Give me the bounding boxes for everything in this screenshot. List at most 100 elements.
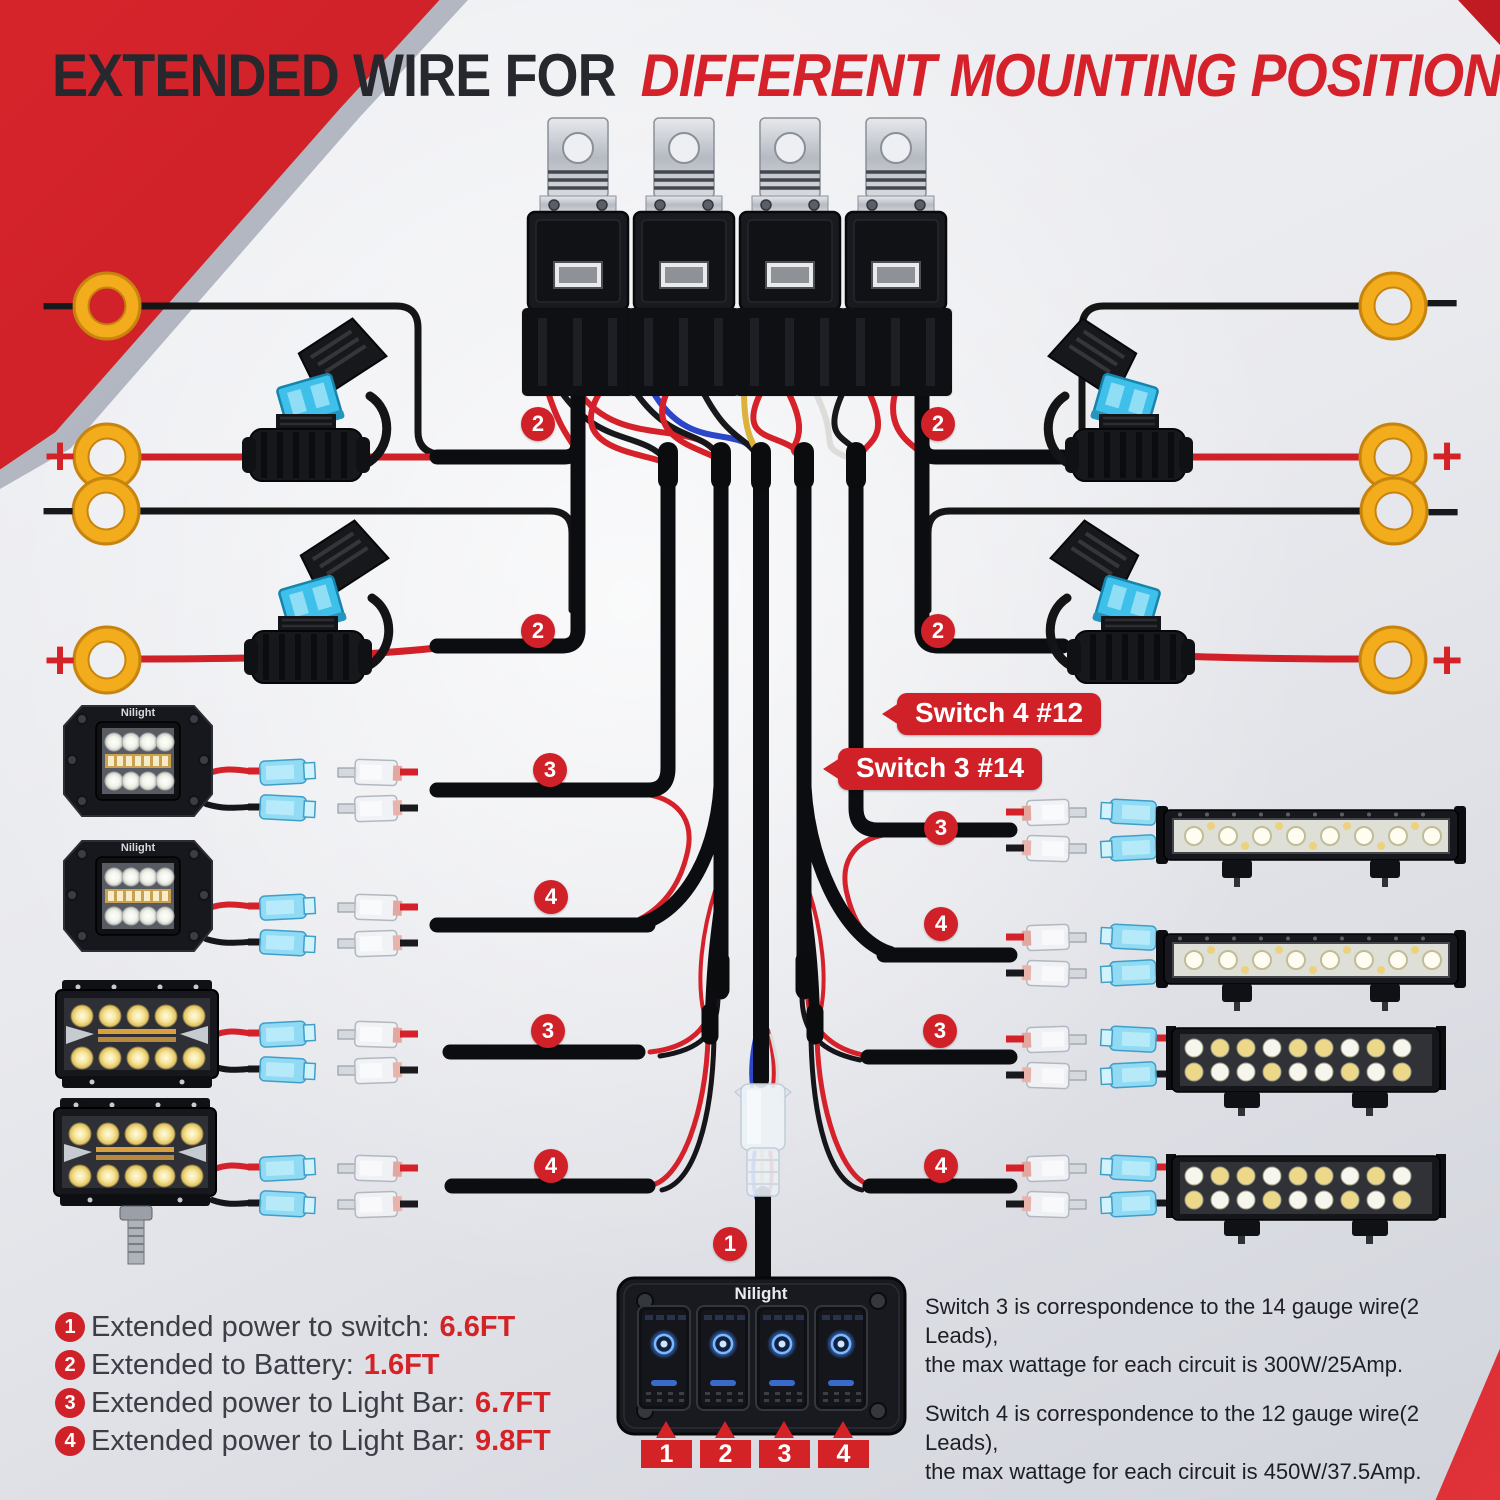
callout-4: 4 (534, 1149, 568, 1183)
plus-sign: + (1431, 630, 1463, 690)
ring-terminal-neg-right-1 (1361, 274, 1425, 338)
legend-row-2: 2 Extended to Battery: 1.6FT (55, 1346, 551, 1384)
white-connector-right-row1 (1006, 799, 1086, 862)
callout-2: 2 (521, 614, 555, 648)
minus-sign: − (1425, 270, 1459, 336)
flush-mount-pod-2 (63, 840, 213, 952)
white-connector-left-row3 (338, 1021, 418, 1084)
relays (520, 116, 954, 398)
switch2-number: 2 (700, 1440, 751, 1468)
legend-row-4: 4 Extended power to Light Bar: 9.8FT (55, 1422, 551, 1460)
white-connector-left-row4 (338, 1155, 418, 1218)
callout-4: 4 (924, 1149, 958, 1183)
minus-sign: − (1426, 479, 1460, 545)
cube-light-mount-nut (119, 1205, 153, 1221)
connector-sheen (747, 1090, 761, 1144)
minus-sign: − (41, 273, 75, 339)
flush-mount-pod-1 (63, 705, 213, 817)
cube-light-mount-bolt (127, 1219, 145, 1265)
switch4-number: 4 (818, 1440, 869, 1468)
switch1-arrow (656, 1421, 676, 1438)
white-connector-right-row2 (1006, 924, 1086, 987)
title-red-part: DIFFERENT MOUNTING POSITION (640, 42, 1500, 109)
switch3-gauge-tag: Switch 3 #14 (838, 748, 1043, 790)
white-connector-right-row3 (1006, 1026, 1086, 1089)
rocker-switch-2[interactable] (695, 1304, 751, 1412)
callout-2: 2 (521, 407, 555, 441)
note-switch4: Switch 4 is correspondence to the 12 gau… (925, 1399, 1490, 1486)
light-bar-dual-1 (1165, 1025, 1447, 1117)
switch4-arrow (833, 1421, 853, 1438)
panel-screw-hole (869, 1292, 887, 1310)
switch-panel: Nilight (616, 1276, 907, 1436)
relay-3 (732, 116, 848, 398)
blue-connector-left-row1 (248, 758, 316, 821)
legend-circle-2: 2 (55, 1350, 85, 1380)
gauge-notes: Switch 3 is correspondence to the 14 gau… (925, 1292, 1490, 1500)
page-title: EXTENDED WIRE FOR DIFFERENT MOUNTING POS… (52, 44, 1500, 108)
bolt-threads (128, 1227, 144, 1253)
plus-sign: + (44, 630, 76, 690)
legend-value-3: 6.7FT (475, 1386, 551, 1419)
legend-label-3: Extended power to Light Bar: (91, 1386, 466, 1419)
switch-panel-inner-edge (623, 1283, 900, 1429)
legend-value-1: 6.6FT (439, 1310, 516, 1343)
blue-connector-right-row4 (1100, 1154, 1168, 1217)
ring-terminal-neg-left-1 (75, 274, 139, 338)
minus-sign: − (41, 478, 75, 544)
callout-1: 1 (713, 1227, 747, 1261)
ring-terminal-pos-right-2 (1361, 628, 1425, 692)
wire-length-legend: 1 Extended power to switch: 6.6FT 2 Exte… (55, 1308, 551, 1460)
title-black-part: EXTENDED WIRE FOR (52, 42, 617, 109)
legend-circle-3: 3 (55, 1388, 85, 1418)
rocker-switch-4[interactable] (813, 1304, 869, 1412)
legend-value-4: 9.8FT (475, 1424, 551, 1457)
legend-label-1: Extended power to switch: (91, 1310, 430, 1343)
pod2-brand-text: Nilight (121, 842, 156, 854)
rocker-switch-1[interactable] (636, 1304, 692, 1412)
switch2-arrow (715, 1421, 735, 1438)
cube-light-1 (55, 979, 219, 1089)
note-switch3: Switch 3 is correspondence to the 14 gau… (925, 1292, 1490, 1379)
pod1-brand-text: Nilight (121, 707, 156, 719)
note-switch4-line1: Switch 4 is correspondence to the 12 gau… (925, 1401, 1420, 1455)
connector-ridges (747, 1159, 779, 1185)
legend-circle-1: 1 (55, 1312, 85, 1342)
light-bar-dual-2 (1165, 1153, 1447, 1245)
panel-brand-text: Nilight (735, 1284, 788, 1303)
fuse-holder-right-2 (1050, 516, 1195, 683)
legend-label-4: Extended power to Light Bar: (91, 1424, 466, 1457)
note-switch3-line1: Switch 3 is correspondence to the 14 gau… (925, 1294, 1420, 1348)
switch1-number: 1 (641, 1440, 692, 1468)
callout-4: 4 (924, 907, 958, 941)
lights: Nilight Nilight (53, 705, 1467, 1265)
white-connector-left-row2 (338, 894, 418, 957)
legend-circle-4: 4 (55, 1426, 85, 1456)
blue-connector-right-row3 (1100, 1025, 1168, 1088)
fuse-holder-left-1 (242, 314, 387, 481)
light-bar-long-2 (1155, 929, 1467, 1012)
callout-4: 4 (534, 880, 568, 914)
legend-row-3: 3 Extended power to Light Bar: 6.7FT (55, 1384, 551, 1422)
note-switch4-line2: the max wattage for each circuit is 450W… (925, 1459, 1422, 1484)
relay-1 (520, 116, 636, 398)
callout-2: 2 (921, 614, 955, 648)
blue-connector-left-row2 (248, 893, 316, 956)
ring-terminal-pos-left-2 (75, 628, 139, 692)
switch4-gauge-tag: Switch 4 #12 (897, 693, 1102, 735)
fuse-holder-left-2 (244, 516, 389, 683)
relay-2 (626, 116, 742, 398)
plus-sign: + (1431, 426, 1463, 486)
note-switch3-line2: the max wattage for each circuit is 300W… (925, 1352, 1404, 1377)
cube-light-2 (53, 1097, 217, 1207)
panel-screw-hole (869, 1402, 887, 1420)
callout-3: 3 (923, 1014, 957, 1048)
rocker-switch-3[interactable] (754, 1304, 810, 1412)
relay-4 (838, 116, 954, 398)
white-connector-right-row4 (1006, 1155, 1086, 1218)
callout-2: 2 (921, 407, 955, 441)
legend-value-2: 1.6FT (363, 1348, 440, 1381)
callout-3: 3 (924, 811, 958, 845)
